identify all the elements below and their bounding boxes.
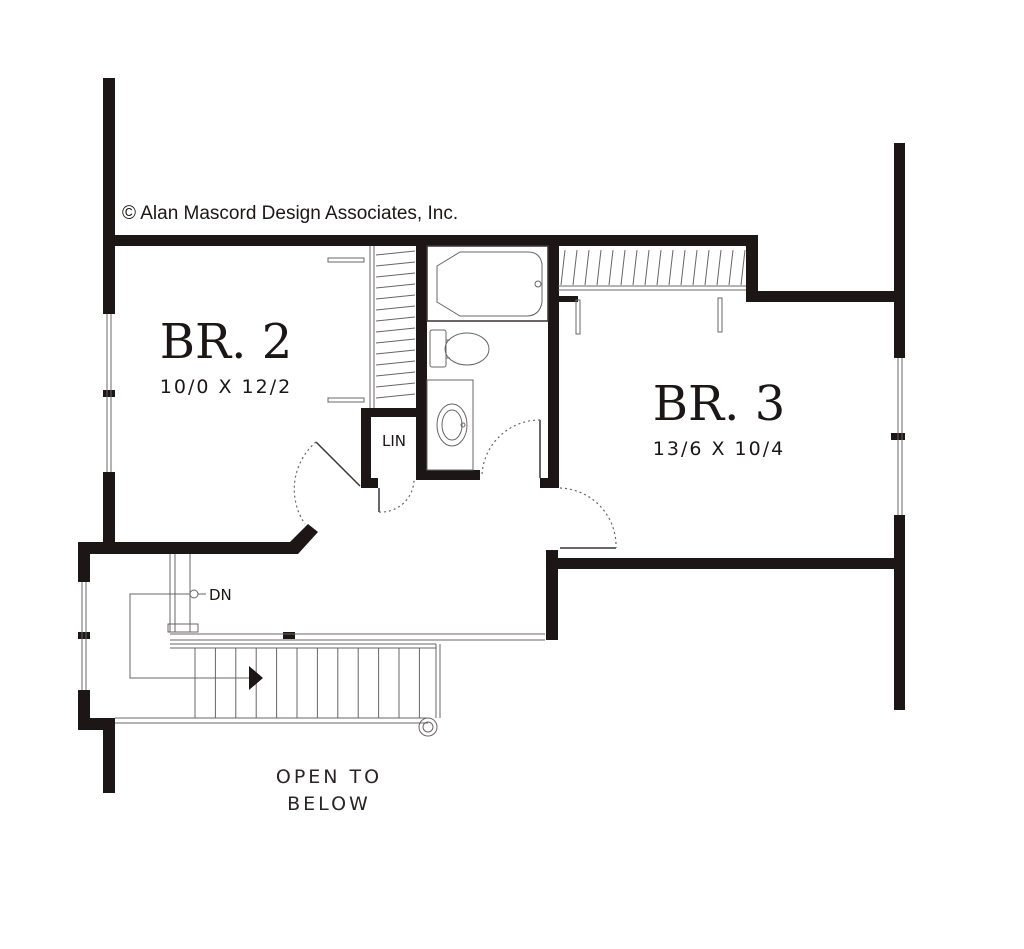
- closet-hatch-line: [656, 249, 662, 286]
- bathtub: [426, 245, 549, 322]
- closet-hatch-line: [608, 249, 614, 286]
- closet-hatch-line: [375, 393, 416, 399]
- open-to-below-line1: OPEN TO: [276, 766, 382, 788]
- closet-hatch-line: [572, 249, 578, 286]
- closet-hatch-line: [375, 305, 416, 311]
- br2-name: BR. 2: [160, 314, 292, 370]
- doors: [293, 419, 617, 549]
- closet-hatch-line: [620, 249, 626, 286]
- closet-hatch-line: [680, 249, 686, 286]
- open-to-below-line2: BELOW: [287, 793, 371, 815]
- closet-hatch-line: [596, 249, 602, 286]
- closet-hatch-line: [584, 249, 590, 286]
- closet-hatch-line: [375, 360, 416, 366]
- stairs-down-label: DN: [209, 586, 232, 604]
- closet-hatch-line: [632, 249, 638, 286]
- windows: [81, 314, 903, 690]
- closet-hatch-line: [375, 316, 416, 322]
- linen-label: LIN: [382, 432, 406, 450]
- closet-hatch-line: [375, 294, 416, 300]
- closet-hatch-line: [375, 338, 416, 344]
- copyright-text: © Alan Mascord Design Associates, Inc.: [122, 203, 458, 224]
- walls: [78, 78, 905, 793]
- closet-hatch-line: [375, 283, 416, 289]
- br3-dims: 13/6 X 10/4: [653, 438, 785, 460]
- closet-hatch-line: [375, 382, 416, 388]
- closet-hatch-line: [740, 249, 746, 286]
- br2-closet: [327, 246, 416, 408]
- closet-hatch-line: [728, 249, 734, 286]
- toilet: [429, 329, 490, 368]
- closet-hatch-line: [560, 249, 566, 286]
- closet-hatch-line: [375, 371, 416, 377]
- br3-name: BR. 3: [653, 376, 785, 432]
- closet-hatch-line: [375, 250, 416, 256]
- sink-vanity: [426, 379, 474, 471]
- closet-hatch-line: [375, 261, 416, 267]
- br3-closet: [558, 249, 746, 335]
- closet-hatch-line: [375, 327, 416, 333]
- closet-hatch-line: [375, 349, 416, 355]
- closet-hatch-line: [668, 249, 674, 286]
- staircase: [115, 554, 545, 737]
- closet-hatch-line: [692, 249, 698, 286]
- closet-hatch-line: [704, 249, 710, 286]
- closet-hatch-line: [716, 249, 722, 286]
- closet-hatch-line: [644, 249, 650, 286]
- closet-hatch-line: [375, 272, 416, 278]
- br2-dims: 10/0 X 12/2: [160, 376, 292, 398]
